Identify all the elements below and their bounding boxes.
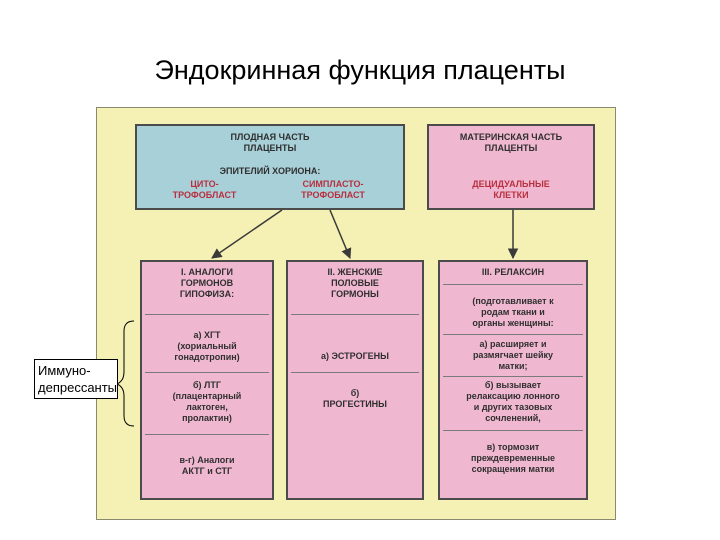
relaxin-item-v: в) тормозит преждевременные сокращения м… (470, 442, 556, 474)
sex-hormones-column: II. ЖЕНСКИЕ ПОЛОВЫЕ ГОРМОНЫ а) ЭСТРОГЕНЫ… (286, 260, 424, 500)
separator (145, 314, 269, 315)
separator (443, 284, 583, 285)
separator (291, 314, 419, 315)
page-title: Эндокринная функция плаценты (154, 55, 566, 85)
progestins-item: б) ПРОГЕСТИНЫ (322, 388, 387, 409)
pituitary-analogs-column: I. АНАЛОГИ ГОРМОНОВ ГИПОФИЗА: а) ХГТ (хо… (140, 260, 274, 500)
separator (443, 334, 583, 335)
relaxin-column: III. РЕЛАКСИН (подготавливает к родам тк… (438, 260, 588, 500)
maternal-part-heading: МАТЕРИНСКАЯ ЧАСТЬ ПЛАЦЕНТЫ (459, 132, 563, 153)
estrogens-item: а) ЭСТРОГЕНЫ (321, 351, 389, 361)
cytotrophoblast-label: ЦИТО- ТРОФОБЛАСТ (172, 179, 237, 200)
pituitary-analogs-heading: I. АНАЛОГИ ГОРМОНОВ ГИПОФИЗА: (179, 267, 235, 299)
separator (443, 376, 583, 377)
fetal-part-heading: ПЛОДНАЯ ЧАСТЬ ПЛАЦЕНТЫ (230, 132, 310, 153)
arrow-to-sex-hormones (329, 209, 352, 259)
immunodepressants-label: Иммуно- депрессанты (34, 359, 118, 399)
acth-stg-analogs-item: в-г) Аналоги АКТГ и СТГ (179, 455, 235, 476)
hcg-item: а) ХГТ (хориальный гонадотропин) (174, 330, 240, 362)
ltg-item: б) ЛТГ (плацентарный лактоген, пролактин… (172, 380, 242, 423)
sex-hormones-heading: II. ЖЕНСКИЕ ПОЛОВЫЕ ГОРМОНЫ (327, 267, 383, 299)
chorion-epithelium-label: ЭПИТЕЛИЙ ХОРИОНА: (219, 166, 321, 176)
fetal-part-box: ПЛОДНАЯ ЧАСТЬ ПЛАЦЕНТЫ ЭПИТЕЛИЙ ХОРИОНА:… (135, 124, 405, 210)
symplastotrophoblast-label: СИМПЛАСТО- ТРОФОБЛАСТ (301, 179, 365, 200)
relaxin-item-b: б) вызывает релаксацию лонного и других … (466, 380, 560, 423)
separator (291, 372, 419, 373)
separator (145, 372, 269, 373)
relaxin-heading: III. РЕЛАКСИН (481, 267, 545, 277)
separator (145, 434, 269, 435)
arrow-to-pituitary-analogs (211, 209, 283, 259)
decidual-cells-label: ДЕЦИДУАЛЬНЫЕ КЛЕТКИ (472, 179, 550, 200)
separator (443, 430, 583, 431)
maternal-part-box: МАТЕРИНСКАЯ ЧАСТЬ ПЛАЦЕНТЫ ДЕЦИДУАЛЬНЫЕ … (427, 124, 595, 210)
relaxin-item-a: а) расширяет и размягчает шейку матки; (472, 339, 554, 371)
relaxin-intro: (подготавливает к родам ткани и органы ж… (472, 296, 554, 328)
immunodepressant-bracket (115, 320, 135, 427)
